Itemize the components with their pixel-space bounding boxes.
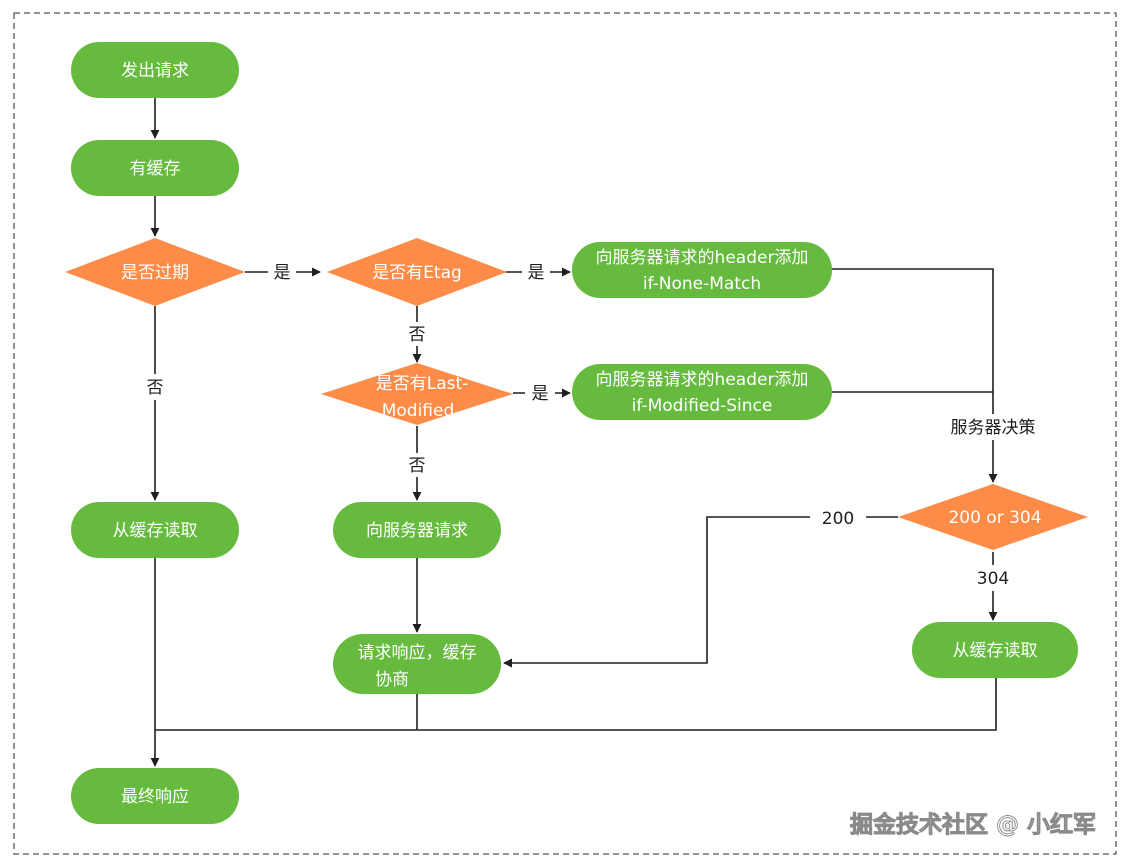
edge-label-304: 304 [977,569,1009,589]
node-has-etag [327,238,507,306]
process-nodes: 发出请求 有缓存 向服务器请求的header添加 if-None-Match 向… [71,42,1078,824]
watermark-text: 掘金技术社区 @ 小红军 [850,811,1096,838]
node-start [71,42,239,98]
node-modified-header-label-2: if-Modified-Since [632,396,773,416]
edges [150,98,998,767]
edge-status-200-to-response [503,516,898,668]
node-response-cache-label-2: 协商 [375,670,409,690]
node-has-etag-label: 是否有Etag [372,263,462,283]
node-start-label: 发出请求 [121,61,189,81]
edge-right-cache-to-merge [155,678,997,731]
edge-labels: 是 是 是 否 否 否 服务器决策 200 304 [141,259,1046,591]
edge-label-no-etag: 否 [409,325,426,345]
edge-etag-header-to-decision [832,268,994,392]
node-has-last-modified-label-1: 是否有Last- [376,374,469,394]
node-has-last-modified-label-2: Modified [382,401,455,421]
node-etag-header-label-1: 向服务器请求的header添加 [596,248,809,268]
node-read-cache-right [912,622,1078,678]
server-decision-label: 服务器决策 [951,418,1036,438]
node-has-cache-label: 有缓存 [130,159,181,179]
node-has-last-modified [321,363,513,425]
edge-label-no-expired: 否 [147,378,164,398]
edge-label-200: 200 [822,509,854,529]
node-final-response [71,768,239,824]
edge-label-yes-expired: 是 [274,263,291,283]
node-request-server [333,502,501,558]
edge-label-yes-last-modified: 是 [532,384,549,404]
node-modified-header-label-1: 向服务器请求的header添加 [596,370,809,390]
node-response-cache [333,634,501,694]
node-etag-header [572,242,832,298]
node-etag-header-label-2: if-None-Match [643,274,761,294]
node-modified-header [572,364,832,420]
node-request-server-label: 向服务器请求 [366,521,468,541]
node-is-expired-label: 是否过期 [121,263,189,283]
edge-label-no-last-modified: 否 [409,456,426,476]
node-read-cache-right-label: 从缓存读取 [953,641,1038,661]
node-response-cache-label-1: 请求响应，缓存 [358,643,477,663]
node-final-response-label: 最终响应 [121,787,189,807]
node-status-check-label: 200 or 304 [948,508,1041,528]
decision-nodes: 是否过期 是否有Etag 是否有Last- Modified 200 or 30… [65,238,1088,550]
edge-label-yes-etag: 是 [528,263,545,283]
dashed-frame [13,12,1117,855]
node-read-cache-left [71,502,239,558]
node-has-cache [71,140,239,196]
node-status-check [898,484,1088,550]
node-is-expired [65,238,245,306]
node-read-cache-left-label: 从缓存读取 [113,521,198,541]
